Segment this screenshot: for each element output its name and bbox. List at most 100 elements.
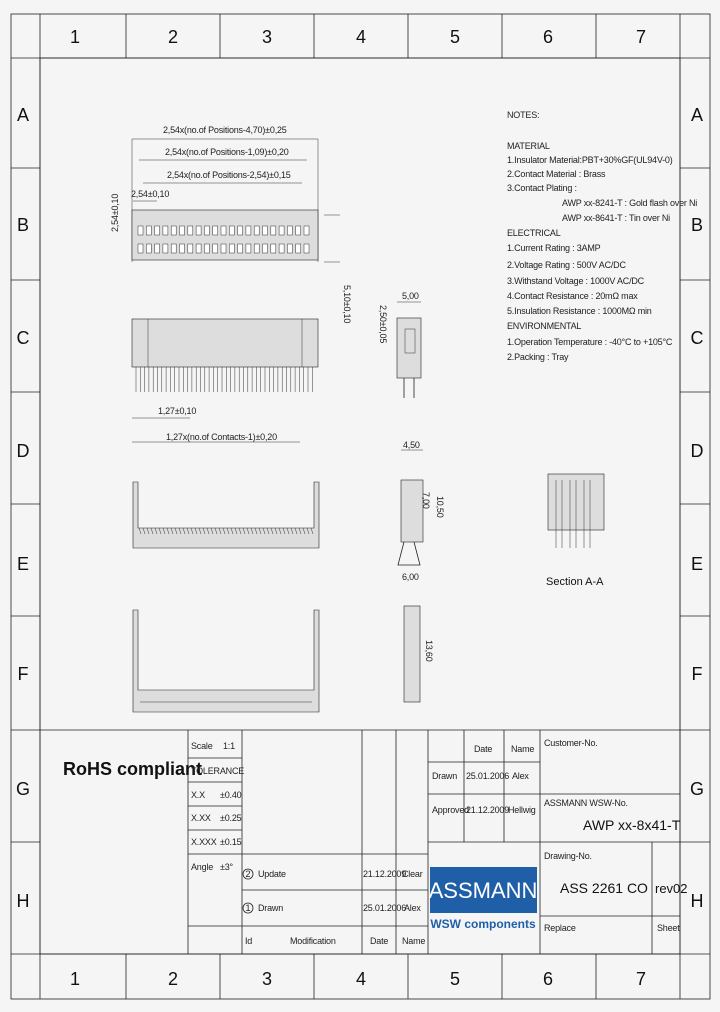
pin-square — [253, 243, 260, 254]
drawing-line — [310, 527, 314, 535]
customer-label: Customer-No. — [544, 738, 598, 748]
notes-line: 1.Current Rating : 3AMP — [507, 243, 601, 253]
tol-key: X.X — [191, 790, 205, 800]
dim-pin-height: 2,50±0,05 — [378, 305, 388, 343]
notes-line: ENVIRONMENTAL — [507, 321, 581, 331]
name-head: Name — [511, 744, 534, 754]
drawn-date: 25.01.2006 — [466, 771, 509, 781]
pin-square — [287, 225, 293, 236]
rev-mark: 2 — [246, 869, 251, 879]
approved-label: Approved — [432, 805, 469, 815]
pin-square — [303, 225, 310, 236]
pin-square — [237, 225, 243, 236]
tol-key: X.XXX — [191, 837, 217, 847]
row-label-right: E — [691, 554, 703, 574]
drawing-line — [150, 527, 154, 535]
dim-pin-width: 5,00 — [402, 291, 419, 301]
tolerance-label: TOLERANCE — [191, 766, 244, 776]
row-label-left: B — [17, 215, 29, 235]
drawing-line — [194, 527, 198, 535]
pin-square — [237, 243, 243, 254]
dim-top-1: 2,54x(no.of Positions-4,70)±0,25 — [163, 125, 287, 135]
drawing-line — [230, 527, 234, 535]
drawing-line — [274, 527, 278, 535]
col-label-top: 6 — [543, 27, 553, 47]
dim-side-right: 5,10±0,10 — [342, 285, 352, 323]
rev-mark: 1 — [246, 903, 251, 913]
drawing-line — [258, 527, 262, 535]
drawing-line — [290, 527, 294, 535]
pin-square — [204, 225, 210, 236]
col-label-top: 4 — [356, 27, 366, 47]
row-label-right: B — [691, 215, 703, 235]
pin-square — [270, 243, 277, 254]
pin-square — [229, 225, 235, 236]
revision: rev02 — [655, 881, 688, 896]
tol-value: ±0.40 — [220, 790, 242, 800]
notes-line: ELECTRICAL — [507, 228, 561, 238]
pin-square — [170, 243, 177, 254]
drawing-line — [154, 527, 158, 535]
row-label-left: E — [17, 554, 29, 574]
pin-square — [154, 225, 160, 236]
drawing-line — [182, 527, 186, 535]
replace-label: Replace — [544, 923, 576, 933]
drawing-line — [206, 527, 210, 535]
rev-desc: Drawn — [258, 903, 283, 913]
col-label-bottom: 3 — [262, 969, 272, 989]
notes-line: 3.Contact Plating : — [507, 183, 577, 193]
tol-value: ±0.25 — [220, 813, 242, 823]
row-label-right: H — [691, 891, 704, 911]
column-dividers — [125, 14, 597, 999]
side-view-pin: 5,00 2,50±0,05 — [378, 291, 422, 398]
drawing-line — [250, 527, 254, 535]
pin-square — [295, 225, 301, 236]
col-label-bottom: 4 — [356, 969, 366, 989]
pin-square — [303, 243, 310, 254]
drawing-line — [138, 527, 142, 535]
pin-square — [278, 243, 285, 254]
dim-top-2: 2,54x(no.of Positions-1,09)±0,20 — [165, 147, 289, 157]
row-label-left: D — [17, 441, 30, 461]
row-label-right: D — [691, 441, 704, 461]
footer-name: Name — [402, 936, 425, 946]
footer-date: Date — [370, 936, 388, 946]
drawing-line — [226, 527, 230, 535]
drawing-line — [198, 527, 202, 535]
drawing-line — [242, 527, 246, 535]
row-label-left: A — [17, 105, 29, 125]
drawing-line — [146, 527, 150, 535]
drawing-line — [246, 527, 250, 535]
pin-square — [278, 225, 285, 236]
assmann-logo: ASSMANN WSW components — [429, 867, 537, 931]
footer-modification: Modification — [290, 936, 336, 946]
angle-label: Angle — [191, 862, 213, 872]
dim-side2-top: 4,50 — [403, 440, 420, 450]
col-label-bottom: 7 — [636, 969, 646, 989]
drawing-line — [234, 527, 238, 535]
drawing-no-label: Drawing-No. — [544, 851, 592, 861]
pin-square — [287, 243, 293, 254]
drawing-line — [158, 527, 162, 535]
pin-square — [170, 225, 177, 236]
col-label-bottom: 5 — [450, 969, 460, 989]
drawn-label: Drawn — [432, 771, 457, 781]
drawn-name: Alex — [512, 771, 529, 781]
scale-label: Scale — [191, 741, 213, 751]
drawing-line — [282, 527, 286, 535]
col-label-bottom: 1 — [70, 969, 80, 989]
pin-square — [212, 243, 218, 254]
drawing-line — [302, 527, 306, 535]
pin-square — [154, 243, 160, 254]
row-dividers — [11, 167, 710, 843]
pin-square — [137, 225, 144, 236]
bottom-side-view: 13,60 — [403, 605, 434, 703]
row-label-left: H — [17, 891, 30, 911]
rohs-label: RoHS compliant — [63, 759, 202, 779]
notes-line: 2.Voltage Rating : 500V AC/DC — [507, 260, 626, 270]
notes-line: AWP xx-8641-T : Tin over Ni — [562, 213, 670, 223]
dim-side2-b: 10,50 — [435, 496, 445, 518]
title-block: RoHS compliant Scale 1:1 TOLERANCE X.X ±… — [40, 729, 688, 954]
angle-value: ±3° — [220, 862, 234, 872]
drawing-line — [214, 527, 218, 535]
